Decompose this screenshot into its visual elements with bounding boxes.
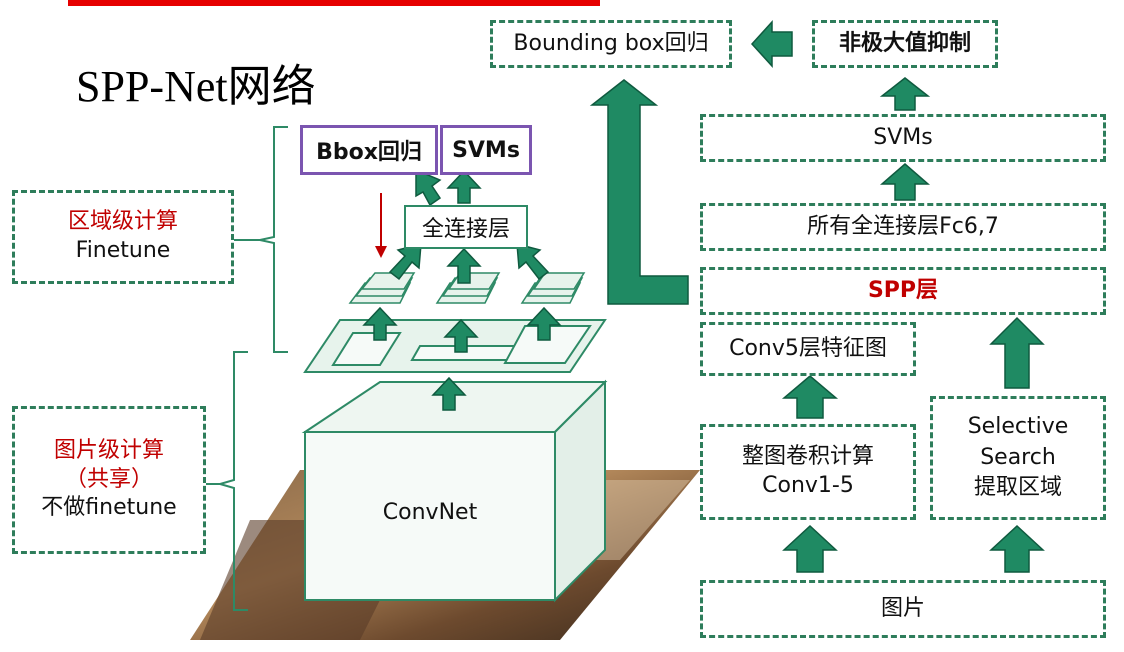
ss-line1: Selective [967,413,1069,439]
region-label-line1: 区域级计算 [67,209,178,235]
arrow-conv-to-conv5 [781,375,839,419]
pipeline-svms: SVMs [700,114,1106,162]
arrow-roi1-up [362,306,398,341]
convnet-front-face [304,431,556,601]
conv-full-line1: 整图卷积计算 [741,444,874,470]
arrow-fc-to-bbox [415,168,442,207]
pipeline-conv5: Conv5层特征图 [700,322,916,376]
pipeline-spp: SPP层 [700,267,1106,315]
arrow-stack2-up [446,247,482,284]
arrow-stack1-diag [388,243,422,281]
fc-layer-box: 全连接层 [404,205,528,249]
pipeline-nms: 非极大值抑制 [812,20,998,68]
bbox-regression-box: Bbox回归 [300,125,438,175]
fc-label: 全连接层 [421,217,510,242]
roi-3 [503,325,592,364]
pipeline-fc-label: 所有全连接层Fc6,7 [807,213,999,239]
pipeline-svms-label: SVMs [873,124,933,150]
pipeline-conv-full: 整图卷积计算 Conv1-5 [700,424,916,520]
page-title: SPP-Net网络 [76,62,316,111]
arrow-l-shaped [589,79,689,305]
top-accent-bar [68,0,600,6]
pipeline-fc: 所有全连接层Fc6,7 [700,203,1106,251]
spp-label: SPP层 [867,277,939,303]
svms-box: SVMs [440,125,532,175]
arrow-fc-to-svm-pipe [879,163,931,201]
image-label: 图片 [880,595,925,621]
pipeline-image: 图片 [700,580,1106,638]
pooled-stack-3 [520,272,586,304]
arrow-fc-to-svm [446,169,482,204]
region-label-line2: Finetune [75,238,171,263]
arrow-image-to-conv [782,524,838,573]
conv5-label: Conv5层特征图 [729,335,887,361]
arrow-svm-to-nms [879,77,931,111]
label-image-shared: 图片级计算 （共享） 不做finetune [12,406,206,554]
arrow-left-nms [750,20,793,68]
bbox-label: Bbox回归 [316,140,422,165]
conv-full-line2: Conv1-5 [762,473,854,498]
arrow-stack3-diag [516,243,550,281]
nms-label: 非极大值抑制 [838,30,971,56]
pooled-stack-1 [348,272,416,304]
label-region-finetune: 区域级计算 Finetune [12,190,234,284]
convnet-label: ConvNet [382,500,478,525]
arrow-convnet-to-fm [431,376,467,411]
image-label-line1: 图片级计算 [53,438,164,464]
pipeline-bounding-box: Bounding box回归 [490,20,732,68]
ss-line3: 提取区域 [973,475,1062,501]
brace-region [259,126,288,353]
arrow-ss-to-spp [989,316,1045,389]
arrow-roi2-up [443,318,479,353]
arrow-roi3-up [526,306,562,341]
bounding-box-label: Bounding box回归 [513,30,709,56]
image-label-line3: 不做finetune [41,495,177,521]
arrow-image-to-ss [989,524,1045,573]
ss-line2: Search [980,444,1056,470]
svms-label: SVMs [452,137,520,163]
pipeline-selective-search: Selective Search 提取区域 [930,396,1106,520]
image-label-line2: （共享） [64,466,153,492]
red-arrow-head [375,246,387,258]
pooled-stack-2 [435,272,501,304]
